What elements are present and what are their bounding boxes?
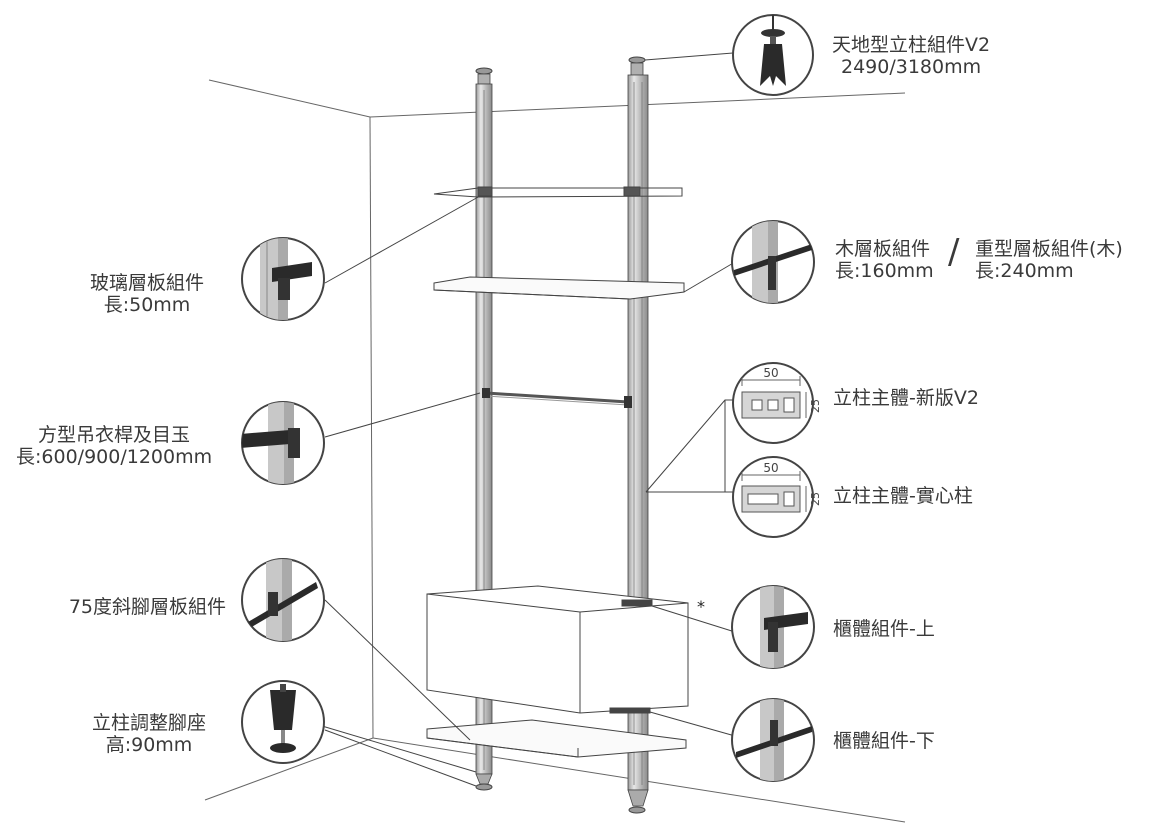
- label-column-new: 立柱主體-新版V2: [833, 387, 979, 409]
- heavy-shelf-kit-length: 長:240mm: [975, 260, 1074, 282]
- callout-cabinet-upper: [731, 585, 815, 669]
- label-floor-ceiling-kit: 天地型立柱組件V2 2490/3180mm: [832, 34, 990, 78]
- solid-profile-width: 50: [763, 461, 778, 475]
- label-hanging-rod: 方型吊衣桿及目玉 長:600/900/1200mm: [16, 424, 212, 468]
- new-profile-height: 25: [809, 399, 822, 413]
- hanging-rod-name: 方型吊衣桿及目玉: [38, 424, 191, 446]
- adjustable-foot-height: 高:90mm: [105, 734, 193, 756]
- glass-shelf-kit-name: 玻璃層板組件: [90, 272, 205, 294]
- leader-lines: [311, 52, 736, 787]
- label-adjustable-foot: 立柱調整腳座 高:90mm: [92, 712, 206, 756]
- heavy-shelf-kit-name: 重型層板組件(木): [975, 238, 1123, 260]
- asterisk-mark: *: [697, 597, 705, 616]
- callout-adjustable-foot: [241, 680, 325, 764]
- floor-ceiling-kit-size: 2490/3180mm: [840, 56, 982, 78]
- callout-wood-shelf-kit: [731, 220, 815, 304]
- glass-shelf: [433, 186, 683, 198]
- callout-hanging-rod: [241, 401, 325, 485]
- label-heavy-shelf-kit: 重型層板組件(木) 長:240mm: [975, 238, 1123, 282]
- solid-profile-height: 25: [809, 492, 822, 506]
- label-wood-shelf-kit: 木層板組件 長:160mm: [835, 238, 934, 282]
- glass-shelf-kit-length: 長:50mm: [103, 294, 191, 316]
- callout-column-solid-profile: 50 25: [732, 456, 822, 538]
- floor-ceiling-kit-name: 天地型立柱組件V2: [832, 34, 991, 56]
- wood-shelf-kit-length: 長:160mm: [835, 260, 934, 282]
- callout-cabinet-lower: [731, 698, 815, 782]
- label-cabinet-upper: 櫃體組件-上: [833, 618, 935, 640]
- cabinet: [426, 585, 689, 714]
- label-cabinet-lower: 櫃體組件-下: [833, 730, 935, 752]
- adjustable-foot-name: 立柱調整腳座: [92, 712, 207, 734]
- callout-floor-ceiling-kit: [732, 14, 814, 96]
- hanging-rod-length: 長:600/900/1200mm: [16, 446, 213, 468]
- slanted-shelf: [426, 719, 687, 758]
- label-column-solid: 立柱主體-實心柱: [833, 485, 973, 507]
- hanging-rod: [482, 388, 632, 408]
- new-profile-width: 50: [763, 366, 778, 380]
- label-glass-shelf-kit: 玻璃層板組件 長:50mm: [90, 272, 204, 316]
- callout-glass-shelf-kit: [241, 237, 325, 321]
- callout-column-new-profile: 50 25: [732, 362, 822, 444]
- label-separator: /: [948, 232, 960, 272]
- wood-shelf-kit-name: 木層板組件: [835, 238, 931, 260]
- callout-slanted-shelf-kit: [241, 558, 325, 642]
- label-slanted-shelf-kit: 75度斜腳層板組件: [68, 596, 226, 618]
